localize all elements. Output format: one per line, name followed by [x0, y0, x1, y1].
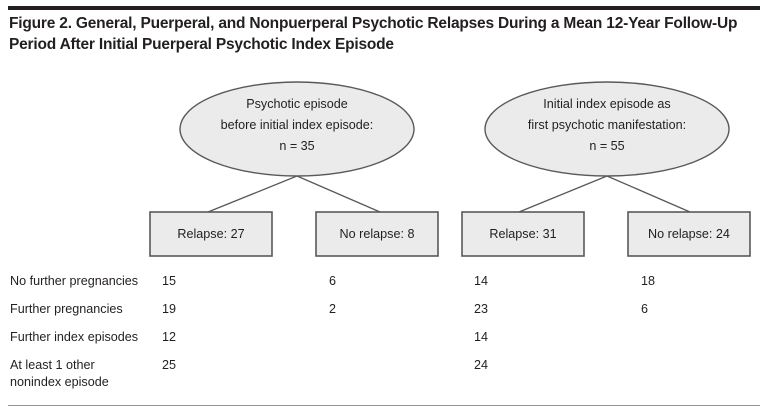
- box-node-g2-relapse: [461, 211, 585, 257]
- table-row: Further index episodes 12 14: [0, 329, 768, 355]
- table-cell-value: 12: [162, 330, 177, 344]
- table-cell-value: 19: [162, 302, 177, 316]
- box-node-g2-norelapse: [627, 211, 751, 257]
- table-cell-value: 18: [641, 274, 656, 288]
- bottom-divider-rule: [8, 405, 760, 406]
- table-row-label: Further pregnancies: [10, 302, 123, 316]
- table-cell-value: 6: [641, 302, 649, 316]
- figure-caption: Figure 2. General, Puerperal, and Nonpue…: [9, 15, 738, 53]
- connector-g2-left: [518, 175, 608, 213]
- table-cell-value: 24: [474, 358, 489, 372]
- ellipse-node-1: [179, 81, 415, 177]
- connector-g2-right: [606, 175, 691, 213]
- box-node-g1-norelapse: [315, 211, 439, 257]
- table-row-label: At least 1 other nonindex episode: [10, 358, 109, 389]
- table-row-label: No further pregnancies: [10, 274, 139, 288]
- top-divider-rule: [8, 6, 760, 10]
- table-cell-value: 23: [474, 302, 489, 316]
- table-row: Further pregnancies 19 2 23 6: [0, 301, 768, 327]
- connector-g1-left: [207, 175, 298, 213]
- table-cell-value: 14: [474, 274, 489, 288]
- connector-g1-right: [296, 175, 381, 213]
- table-cell-value: 14: [474, 330, 489, 344]
- table-row: No further pregnancies 15 6 14 18: [0, 273, 768, 299]
- table-cell-value: 6: [329, 274, 337, 288]
- table-cell-value: 2: [329, 302, 337, 316]
- box-node-g1-relapse: [149, 211, 273, 257]
- ellipse-node-2: [484, 81, 730, 177]
- table-row: At least 1 other nonindex episode 25 24: [0, 357, 768, 389]
- table-cell-value: 25: [162, 358, 177, 372]
- table-row-label: Further index episodes: [10, 330, 139, 344]
- table-cell-value: 15: [162, 274, 177, 288]
